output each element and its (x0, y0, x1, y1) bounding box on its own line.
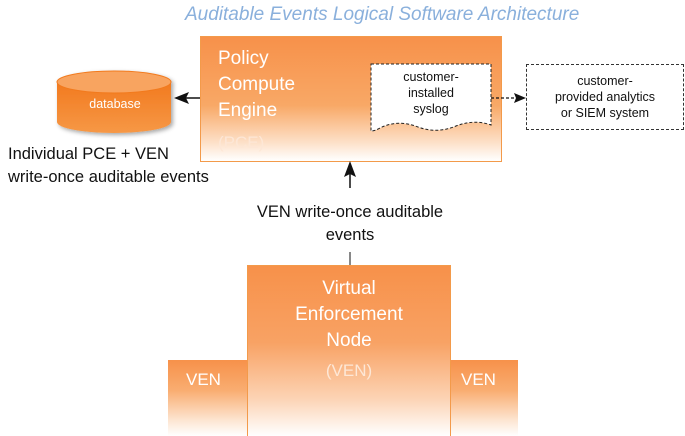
ven-main-label: Virtual Enforcement Node (247, 276, 451, 354)
pce-label-line: Policy (218, 48, 269, 69)
pce-abbrev: (PCE) (218, 133, 265, 152)
database-label: database (89, 97, 141, 111)
ven-left-label: VEN (186, 370, 221, 389)
ven-main-abbrev: (VEN) (325, 361, 373, 380)
events-left-line: Individual PCE + VEN (8, 145, 169, 163)
siem-box (526, 64, 684, 130)
pce-label-line: Compute (218, 74, 296, 95)
siem-label-line: customer- (577, 74, 633, 88)
ven-main-box (247, 265, 451, 436)
pce-label: Policy Compute Engine (218, 46, 358, 124)
diagram-title: Auditable Events Logical Software Archit… (185, 4, 580, 25)
syslog-label-line: installed (408, 86, 454, 100)
arrow-ven-to-pce (344, 161, 356, 188)
siem-label: customer- provided analytics or SIEM sys… (526, 73, 684, 121)
pce-label-line: Engine (218, 100, 278, 121)
ven-main-label-line: Node (326, 330, 372, 351)
ven-main-label-line: Enforcement (295, 304, 403, 325)
syslog-label-line: customer- (403, 70, 459, 84)
database-cylinder (56, 70, 172, 133)
events-mid-line: events (325, 226, 375, 244)
events-left-text: Individual PCE + VEN write-once auditabl… (8, 143, 258, 189)
events-left-line: write-once auditable events (8, 168, 209, 186)
syslog-document (370, 63, 492, 132)
ven-right-label: VEN (461, 370, 496, 389)
siem-label-line: provided analytics (554, 90, 656, 104)
ven-main-label-line: Virtual (322, 278, 376, 299)
arrow-pce-to-database (174, 92, 200, 104)
syslog-label: customer- installed syslog (372, 69, 490, 117)
events-mid-line: VEN write-once auditable (256, 203, 444, 221)
arrow-syslog-to-siem (491, 93, 526, 103)
siem-label-line: or SIEM system (560, 106, 650, 120)
syslog-label-line: syslog (413, 102, 449, 116)
events-mid-text: VEN write-once auditable events (225, 201, 475, 247)
